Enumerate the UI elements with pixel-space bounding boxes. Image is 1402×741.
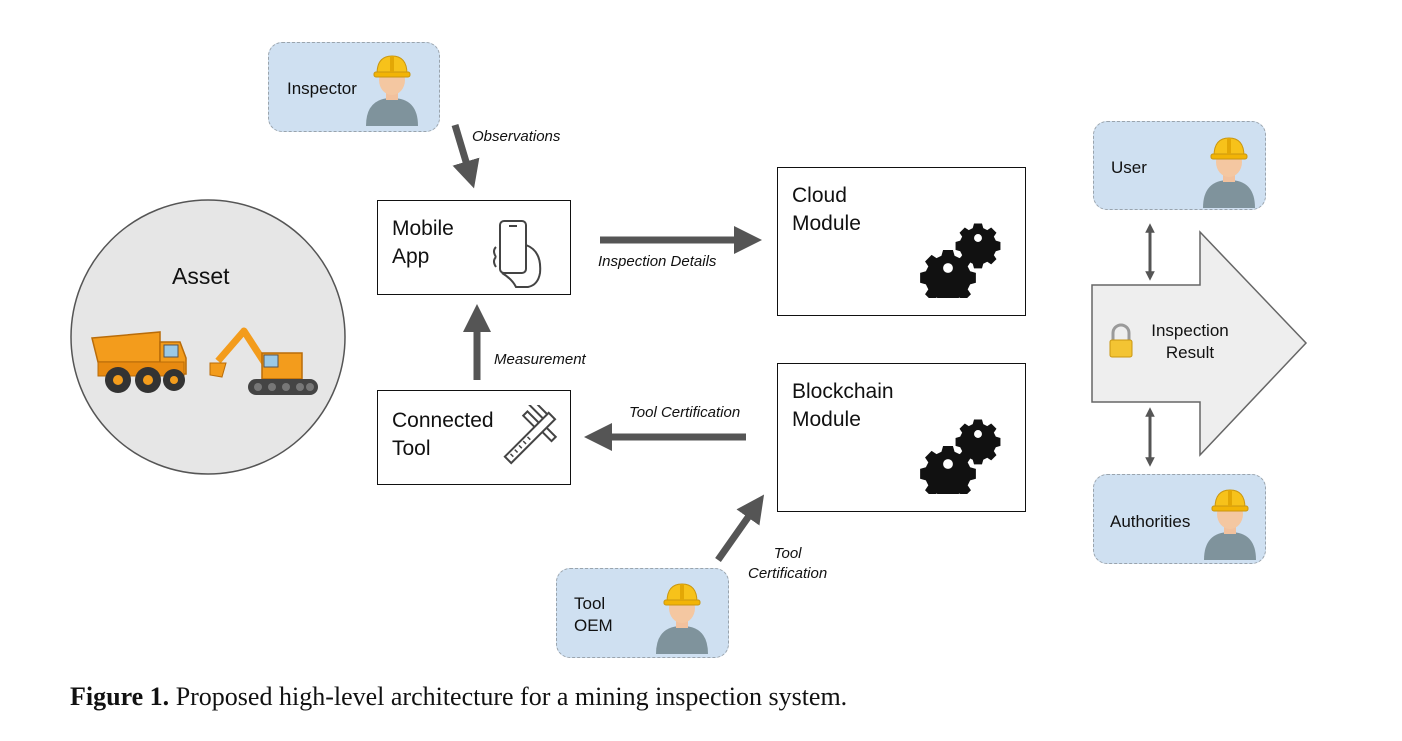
inspection-result-arrow	[1091, 230, 1308, 457]
excavator-icon	[209, 327, 318, 395]
inspection-result-label: Inspection Result	[1151, 321, 1229, 362]
connected-tool-label: Connected Tool	[392, 409, 494, 460]
caliper-icon	[503, 405, 558, 465]
oem-certification-arrow	[715, 494, 765, 563]
observations-label: Observations	[472, 128, 561, 145]
tool-oem-label: Tool OEM	[574, 594, 613, 635]
figure-caption-label: Figure 1.	[70, 682, 170, 711]
figure-caption: Figure 1. Proposed high-level architectu…	[70, 680, 847, 714]
asset-circle	[70, 199, 346, 475]
tool-certification-label: Tool Certification	[629, 404, 741, 421]
authorities-label: Authorities	[1110, 512, 1191, 531]
blockchain-module-box: Blockchain Module	[777, 363, 1026, 512]
lock-icon	[1109, 323, 1133, 358]
asset-label: Asset	[172, 263, 230, 289]
dump-truck-icon	[91, 331, 187, 393]
cloud-module-label: Cloud Module	[792, 184, 861, 235]
mobile-app-box: Mobile App	[377, 200, 571, 295]
measurement-label: Measurement	[494, 351, 586, 368]
blockchain-module-label: Blockchain Module	[792, 380, 894, 431]
figure-caption-text: Proposed high-level architecture for a m…	[169, 682, 848, 711]
gears-icon	[920, 419, 1001, 494]
gears-icon	[920, 223, 1001, 298]
inspection-details-label: Inspection Details	[598, 253, 717, 270]
oem-worker-icon	[655, 583, 709, 655]
user-label: User	[1111, 158, 1147, 177]
inspector-label: Inspector	[287, 79, 357, 98]
oem-certification-label: Tool Certification	[748, 545, 828, 582]
user-worker-icon	[1202, 137, 1256, 209]
connected-tool-box: Connected Tool	[377, 390, 571, 485]
inspector-worker-icon	[365, 55, 419, 127]
observations-arrow	[451, 123, 480, 189]
cloud-module-box: Cloud Module	[777, 167, 1026, 316]
smartphone-hand-icon	[493, 220, 542, 288]
mobile-app-label: Mobile App	[392, 217, 454, 268]
authorities-worker-icon	[1203, 489, 1257, 561]
